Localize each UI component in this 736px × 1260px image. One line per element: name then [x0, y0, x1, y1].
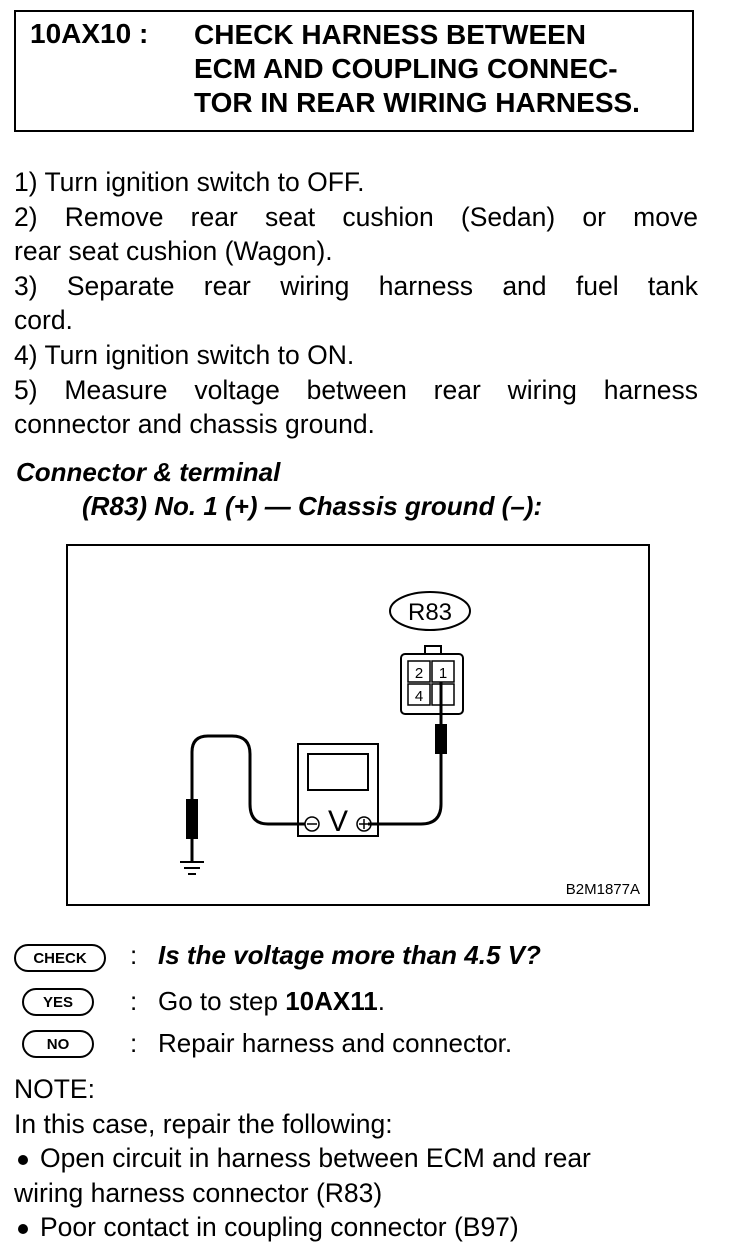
positive-probe-wire [368, 754, 443, 826]
procedure-step-4: 4) Turn ignition switch to ON. [14, 339, 355, 370]
note-bullet-1: Open circuit in harness between ECM and … [14, 1141, 704, 1176]
check-colon: : [130, 940, 138, 970]
connector-body [400, 653, 464, 715]
procedure-step-3: 3) Separate rear wiring harness and fuel… [14, 270, 698, 301]
note-bullet-1-line-2: wiring harness connector (R83) [14, 1177, 383, 1208]
yes-action: Go to step 10AX11. [158, 986, 385, 1017]
connector-title: Connector & terminal [16, 457, 281, 487]
step-title: CHECK HARNESS BETWEEN ECM AND COUPLING C… [194, 18, 640, 120]
connector-pin-4 [407, 683, 431, 706]
procedure-step-1: 1) Turn ignition switch to OFF. [14, 167, 365, 197]
no-colon: : [130, 1028, 138, 1058]
yes-action-suffix: . [377, 986, 385, 1016]
voltmeter-display [307, 753, 369, 791]
wiring-diagram: R83 2 1 4 V B2M1877A [66, 544, 650, 906]
yes-step-link: 10AX11 [285, 986, 378, 1016]
terminal-label-2: 2 [415, 665, 423, 682]
procedure-steps: 1) Turn ignition switch to OFF. 2) Remov… [14, 165, 698, 442]
yes-badge: YES [22, 988, 94, 1016]
voltmeter-symbol: V [328, 805, 348, 838]
bullet-icon [18, 1155, 28, 1165]
check-question: Is the voltage more than 4.5 V? [158, 940, 541, 970]
terminal-label-4: 4 [415, 688, 423, 705]
negative-probe-wire [190, 734, 305, 826]
note-section: NOTE: In this case, repair the following… [14, 1072, 704, 1245]
wiring-diagram-svg: R83 2 1 4 V [180, 591, 471, 875]
yes-action-prefix: Go to step [158, 986, 286, 1016]
no-action: Repair harness and connector. [158, 1028, 513, 1058]
no-badge: NO [22, 1030, 94, 1058]
ground-icon [180, 861, 204, 875]
step-title-line-1: CHECK HARNESS BETWEEN [194, 19, 587, 50]
connector-label-oval [389, 591, 471, 631]
note-bullet-1-line-1: Open circuit in harness between ECM and … [40, 1143, 591, 1173]
connector-label: R83 [408, 599, 452, 626]
step-header-box: 10AX10 : CHECK HARNESS BETWEEN ECM AND C… [14, 10, 694, 132]
negative-probe-handle [186, 799, 198, 839]
connector-terminal-heading: Connector & terminal (R83) No. 1 (+) — C… [16, 455, 542, 523]
note-bullet-2: Poor contact in coupling connector (B97) [14, 1210, 704, 1245]
procedure-step-3-cont: cord. [14, 305, 73, 336]
check-badge: CHECK [14, 944, 106, 972]
positive-probe-handle [435, 724, 447, 754]
terminal-label-1: 1 [439, 665, 447, 682]
connector-latch [424, 645, 442, 655]
note-intro: In this case, repair the following: [14, 1108, 393, 1139]
procedure-step-5-cont: connector and chassis ground. [14, 409, 375, 440]
yes-colon: : [130, 986, 138, 1016]
bullet-icon [18, 1224, 28, 1234]
step-title-line-2: ECM AND COUPLING CONNEC- [194, 53, 618, 84]
connector-pin-empty [431, 683, 455, 706]
voltmeter-positive-terminal [356, 816, 372, 832]
note-label: NOTE: [14, 1074, 95, 1104]
step-code: 10AX10 : [30, 18, 149, 49]
procedure-step-2-cont: rear seat cushion (Wagon). [14, 236, 333, 267]
figure-id: B2M1877A [565, 881, 640, 898]
connector-pin-1 [431, 660, 455, 683]
connector-spec: (R83) No. 1 (+) — Chassis ground (–): [82, 491, 543, 521]
step-title-line-3: TOR IN REAR WIRING HARNESS. [194, 87, 640, 118]
connector-pin-2 [407, 660, 431, 683]
note-bullet-2-text: Poor contact in coupling connector (B97) [40, 1212, 519, 1242]
procedure-step-2: 2) Remove rear seat cushion (Sedan) or m… [14, 201, 698, 232]
procedure-step-5: 5) Measure voltage between rear wiring h… [14, 374, 698, 405]
voltmeter-body [297, 743, 379, 837]
